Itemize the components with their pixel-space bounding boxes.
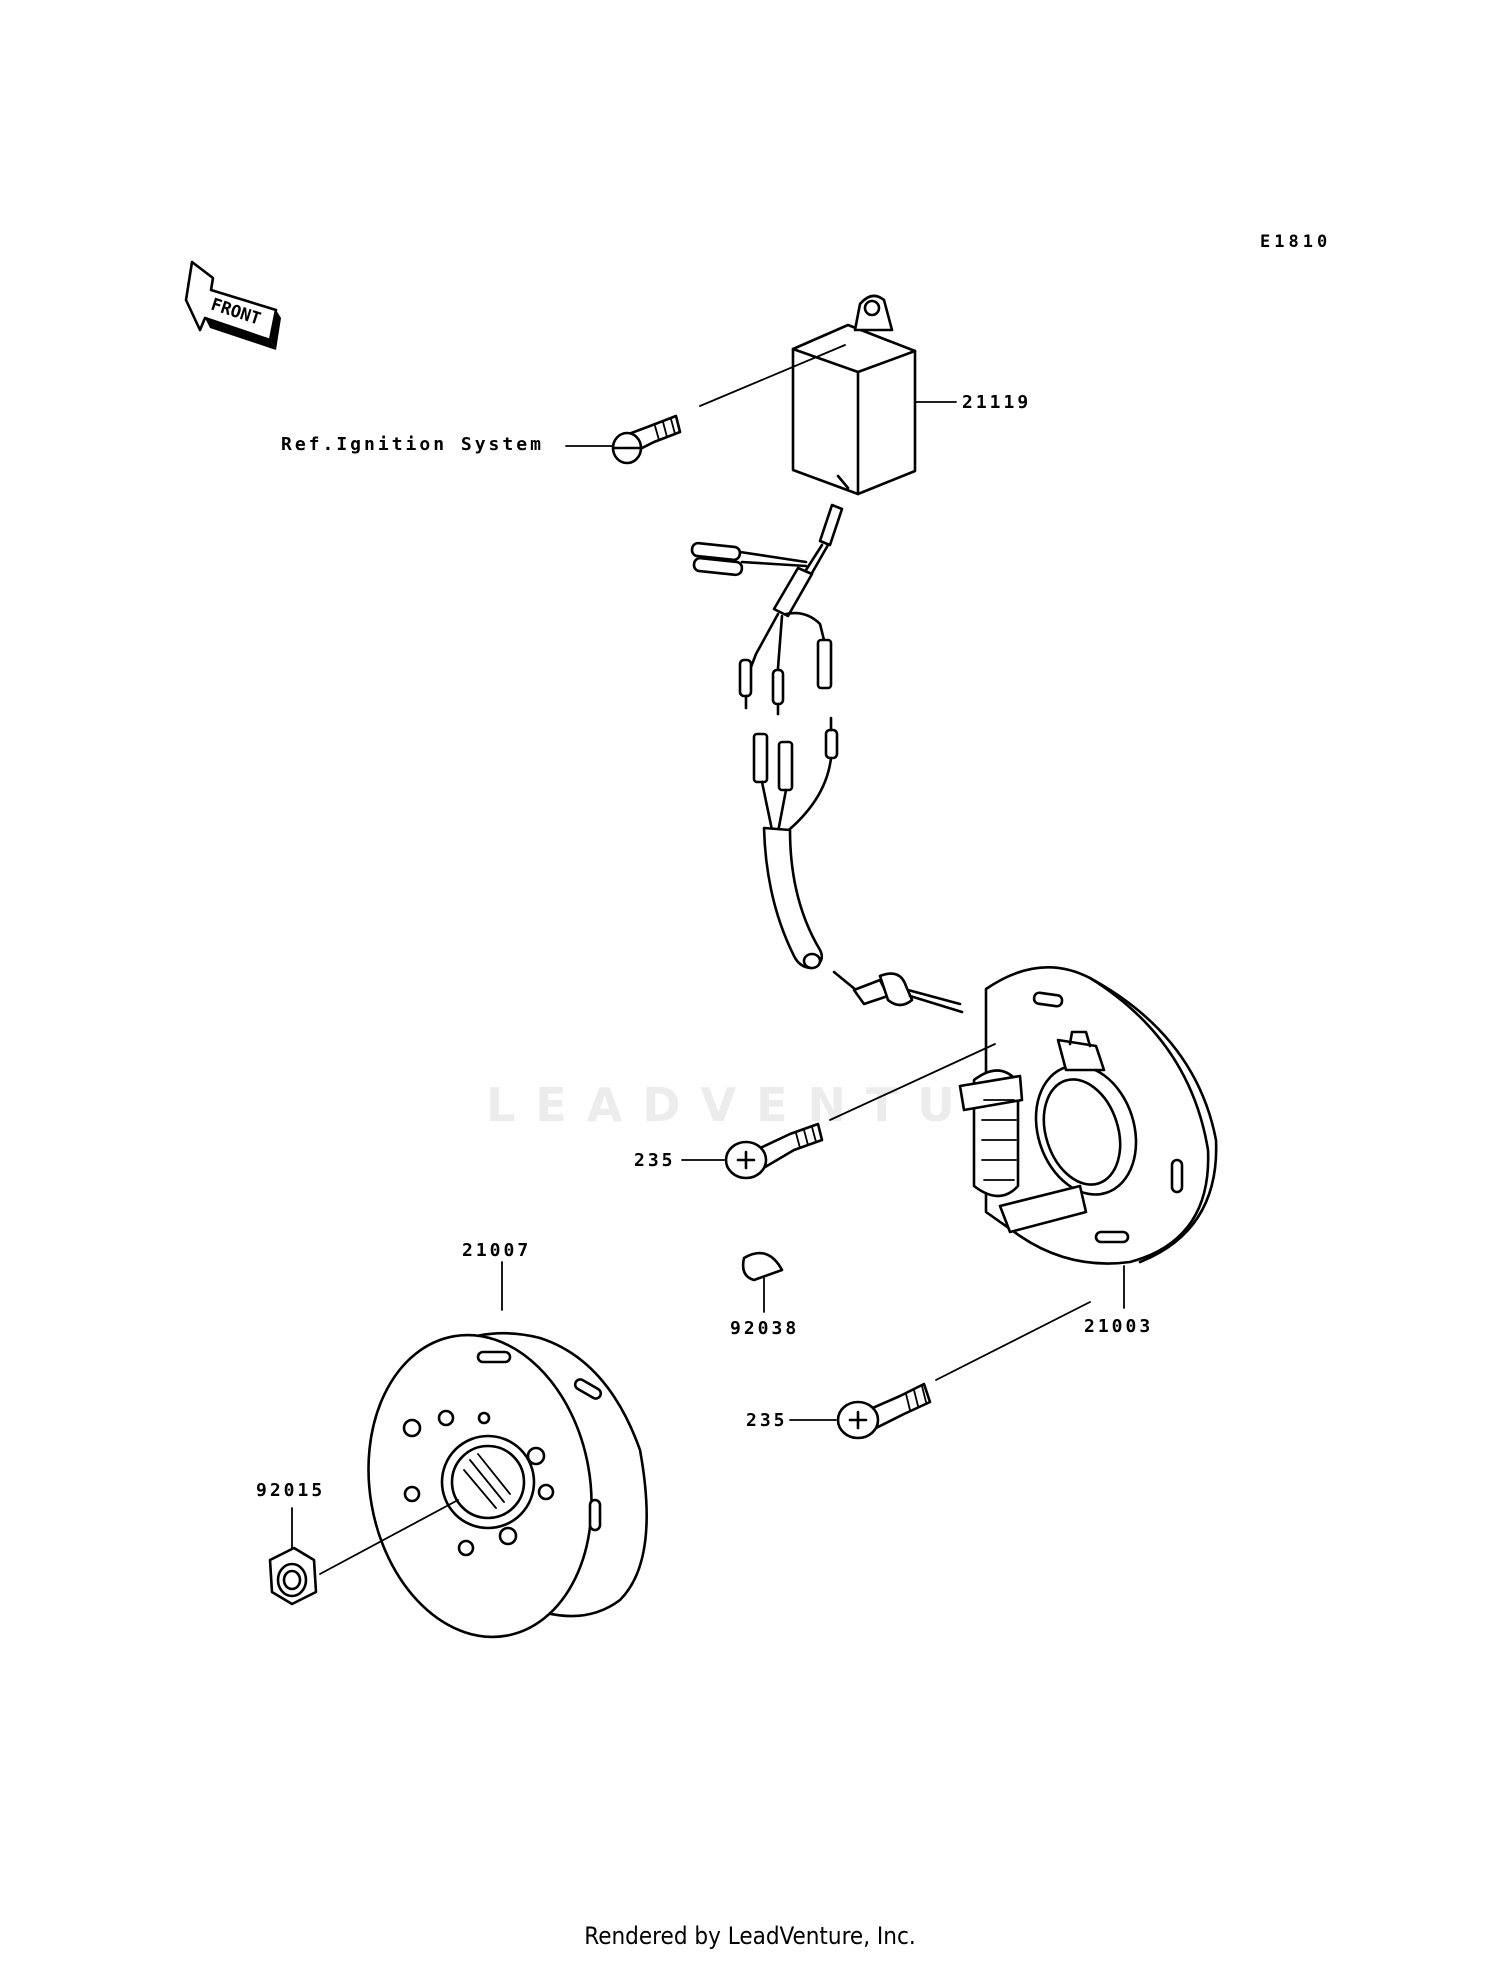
footer-credit: Rendered by LeadVenture, Inc. [584,1922,916,1950]
part-label-235-lower: 235 [746,1410,788,1431]
flywheel-rotor [367,1332,648,1639]
part-label-21007: 21007 [462,1240,531,1261]
part-label-92038: 92038 [730,1318,799,1339]
part-label-235-upper: 235 [634,1150,676,1171]
stator-bolt-lower [836,1382,932,1440]
diagram-code: E1810 [1260,232,1331,252]
front-arrow-icon: FRONT [184,260,281,350]
part-label-21119: 21119 [962,392,1031,413]
wire-harness-upper [690,503,844,716]
cdi-unit [791,294,917,496]
cdi-mount-bolt [611,414,682,465]
stator-assembly [958,966,1218,1265]
stator-bolt-upper [724,1122,824,1180]
woodruff-key [741,1251,784,1282]
reference-label: Ref.Ignition System [281,434,544,455]
wire-harness-lower [752,716,964,1014]
part-label-92015: 92015 [256,1480,325,1501]
flange-nut [268,1546,318,1606]
part-label-21003: 21003 [1084,1316,1153,1337]
